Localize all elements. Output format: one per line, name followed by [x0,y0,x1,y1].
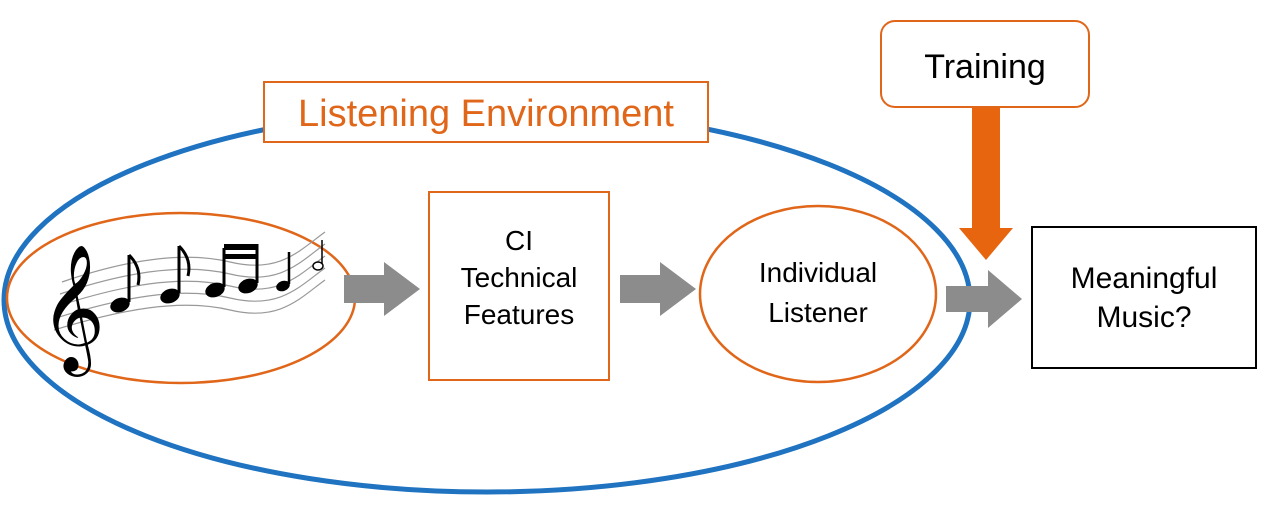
ci-line-1: CI [505,225,533,256]
ci-line-2: Technical [461,262,578,293]
listener-line-1: Individual [759,257,877,288]
listening-environment-label-box [263,81,709,143]
training-label: Training [924,48,1046,86]
ci-line-3: Features [464,299,575,330]
meaningful-music-box [1031,226,1257,369]
training-box [880,20,1090,108]
listening-environment-label: Listening Environment [298,93,674,135]
arrow-ci-to-listener [620,262,696,316]
arrow-training-down [959,108,1013,260]
meaningful-line-2: Music? [1096,301,1191,334]
listener-line-2: Listener [768,297,868,328]
arrow-listener-to-music [946,270,1022,328]
arrow-music-to-ci [344,262,420,316]
music-notes-icon: 𝄞 [40,231,326,377]
meaningful-line-1: Meaningful [1071,262,1218,295]
svg-text:𝄞: 𝄞 [40,243,105,377]
individual-listener-ellipse [698,204,938,384]
ci-technical-features-box [428,191,610,381]
